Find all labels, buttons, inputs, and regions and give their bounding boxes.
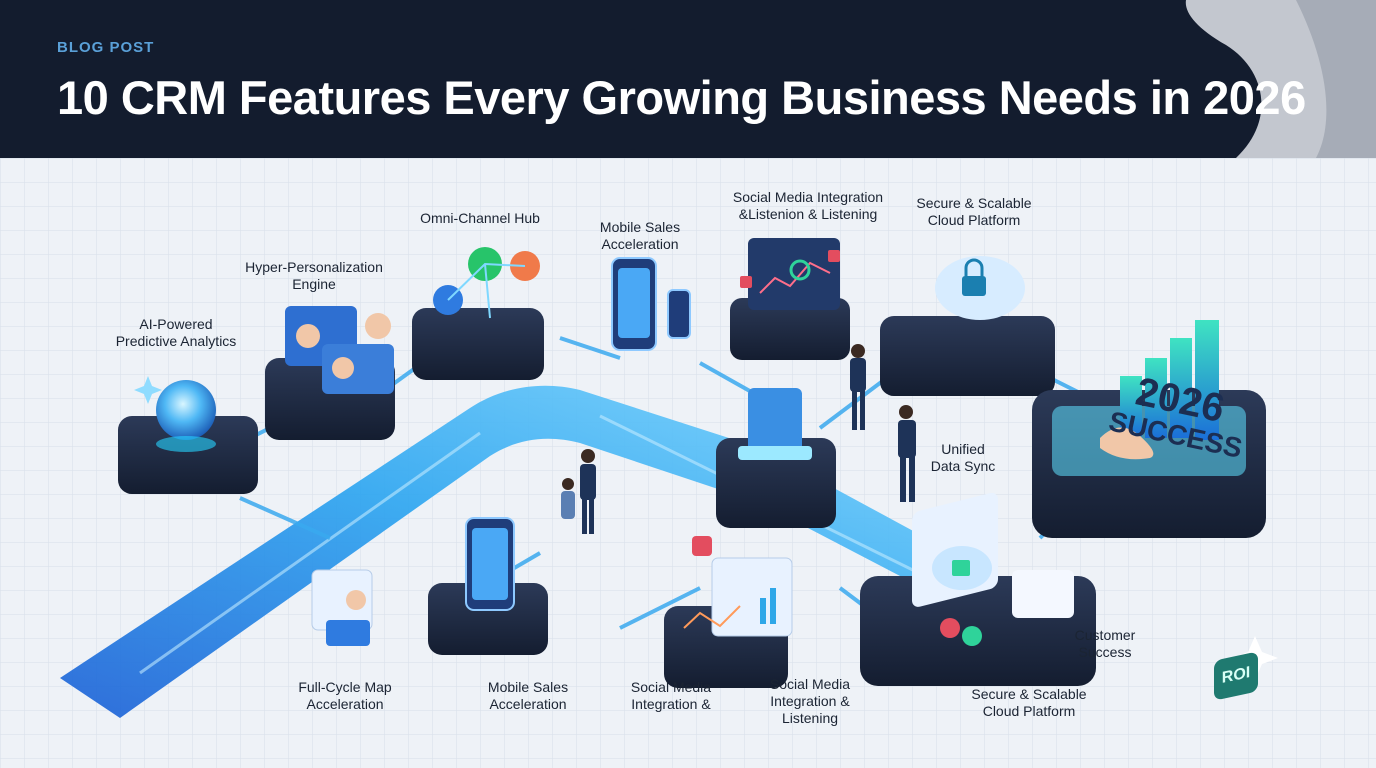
sparkle-icon: [134, 376, 162, 404]
platform-mobile-bottom: [428, 517, 548, 655]
handshake-icon: [1100, 427, 1154, 460]
platform-social-bottom: [664, 536, 793, 688]
platform-hub: [716, 388, 836, 528]
server-stack-icon: [748, 388, 802, 454]
platform-ai-analytics: [118, 380, 258, 494]
dashboard-icon: [748, 238, 840, 310]
platform-success: [1032, 320, 1266, 538]
bar-chart-icon: [1170, 338, 1192, 438]
platform-full-cycle: [311, 569, 373, 646]
platform-personalization: [265, 306, 395, 440]
label-omni-channel: Omni-Channel Hub: [420, 210, 540, 226]
platform-omni-channel: [412, 247, 544, 380]
isometric-scene: [0, 158, 1376, 768]
platform-social-top: [730, 238, 850, 360]
header-decoration: [1185, 0, 1376, 158]
platform-mobile-top: [611, 257, 691, 351]
crystal-ball-icon: [156, 380, 216, 440]
header-banner: BLOG POST 10 CRM Features Every Growing …: [0, 0, 1376, 158]
blog-post-kicker: BLOG POST: [57, 39, 155, 56]
platform-cloud-bottom: [860, 492, 1096, 686]
page-title: 10 CRM Features Every Growing Business N…: [57, 71, 1306, 124]
platform-cloud-top: [880, 256, 1055, 396]
label-social-top: Social Media Integration&Listenion & Lis…: [732, 189, 884, 222]
person-icon: [561, 344, 916, 534]
